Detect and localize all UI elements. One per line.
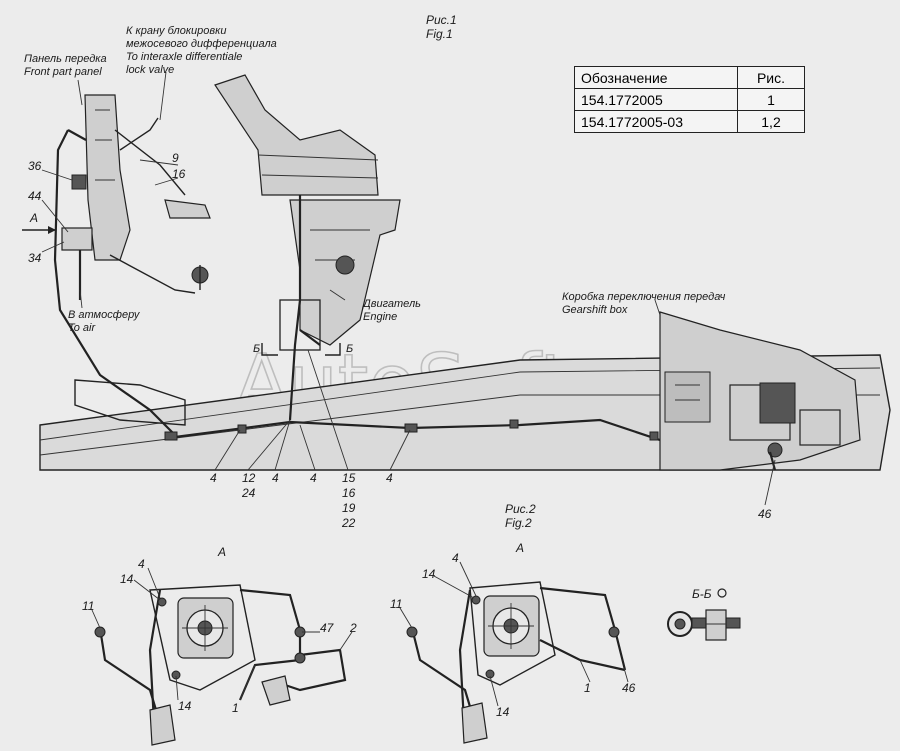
section-bb-detail — [667, 588, 741, 641]
section-bb-label: Б-Б — [692, 587, 712, 601]
spec-table: Обозначение Рис. 154.1772005 1 154.17720… — [574, 66, 805, 133]
panel-label-en: Front part panel — [24, 66, 102, 78]
spec-header-fig: Рис. — [737, 66, 805, 89]
f2l-callout-14-bottom: 14 — [178, 699, 192, 713]
callout-16: 16 — [342, 486, 356, 500]
f2r-callout-1: 1 — [584, 681, 591, 695]
view-a-arrow — [22, 226, 56, 234]
f2l-callout-4: 4 — [138, 557, 145, 571]
line-clips — [164, 419, 659, 441]
callout-46: 46 — [758, 507, 772, 521]
valve-label-ru-1: К крану блокировки — [126, 25, 226, 37]
view-a-label: A — [29, 211, 38, 225]
f2l-callout-1: 1 — [232, 701, 239, 715]
callout-12: 12 — [242, 471, 256, 485]
table-row: 154.1772005-03 1,2 — [574, 110, 805, 133]
gearbox-label-ru: Коробка переключения передач — [562, 291, 726, 303]
f2r-callout-4: 4 — [452, 551, 459, 565]
table-row: 154.1772005 1 — [574, 88, 805, 111]
f2l-callout-47: 47 — [320, 621, 335, 635]
callouts-fig1: 36 44 34 9 16 4 12 24 4 4 15 16 19 22 4 … — [28, 151, 772, 530]
fig2-right-view-a: A — [515, 541, 524, 555]
f2r-callout-14-top: 14 — [422, 567, 436, 581]
fig1-title-en: Fig.1 — [426, 27, 453, 41]
atm-label-en: To air — [68, 322, 96, 334]
valve-label-en-2: lock valve — [126, 64, 174, 76]
callout-44: 44 — [28, 189, 42, 203]
f2r-callout-46: 46 — [622, 681, 636, 695]
spec-cell-designation: 154.1772005 — [574, 88, 738, 111]
leader-lines-fig1 — [41, 71, 776, 506]
section-b-right: Б — [346, 343, 353, 355]
fig2-right-leaders — [399, 561, 629, 707]
fig2-left-leaders — [91, 567, 353, 701]
engine-label-ru: Двигатель — [361, 298, 421, 310]
callouts-fig2-left: 4 14 11 47 2 14 1 — [82, 557, 357, 715]
f2r-callout-14-bottom: 14 — [496, 705, 510, 719]
front-panel — [61, 94, 211, 294]
f2l-callout-14-top: 14 — [120, 572, 134, 586]
callout-9: 9 — [172, 151, 179, 165]
f2r-callout-11: 11 — [390, 597, 402, 611]
callout-4-d: 4 — [386, 471, 393, 485]
callouts-fig2-right: 4 14 11 1 46 14 — [390, 551, 636, 719]
spec-cell-designation: 154.1772005-03 — [574, 110, 738, 133]
section-b-marks — [261, 343, 341, 356]
gearshift-box — [659, 311, 861, 471]
callout-34: 34 — [28, 251, 42, 265]
fig2-left-view-a: A — [217, 545, 226, 559]
atm-label-ru: В атмосферу — [68, 309, 141, 321]
spec-cell-fig: 1,2 — [737, 110, 805, 133]
callout-36: 36 — [28, 159, 42, 173]
f2l-callout-11: 11 — [82, 599, 94, 613]
spec-header-designation: Обозначение — [574, 66, 738, 89]
callout-15: 15 — [342, 471, 356, 485]
callout-16-top: 16 — [172, 167, 186, 181]
engine-block — [214, 74, 401, 421]
callout-24: 24 — [241, 486, 256, 500]
valve-label-en-1: To interaxle differentiale — [126, 51, 242, 63]
spec-table-header: Обозначение Рис. — [574, 66, 805, 89]
callout-22: 22 — [341, 516, 356, 530]
callout-19: 19 — [342, 501, 356, 515]
fig2-title-ru: Рис.2 — [505, 502, 536, 516]
f2l-callout-2: 2 — [349, 621, 357, 635]
valve-label-ru-2: межосевого дифференциала — [126, 38, 277, 50]
fig2-title-en: Fig.2 — [505, 516, 532, 530]
fig2-left-assembly — [94, 584, 347, 746]
callout-4-b: 4 — [272, 471, 279, 485]
panel-label-ru: Панель передка — [24, 53, 107, 65]
section-b-left: Б — [253, 343, 260, 355]
gearbox-label-en: Gearshift box — [562, 304, 628, 316]
fig2-right-assembly — [406, 581, 627, 744]
callout-4-c: 4 — [310, 471, 317, 485]
fig1-title-ru: Рис.1 — [426, 13, 457, 27]
spec-cell-fig: 1 — [737, 88, 805, 111]
callout-4-a: 4 — [210, 471, 217, 485]
engine-label-en: Engine — [363, 311, 397, 323]
